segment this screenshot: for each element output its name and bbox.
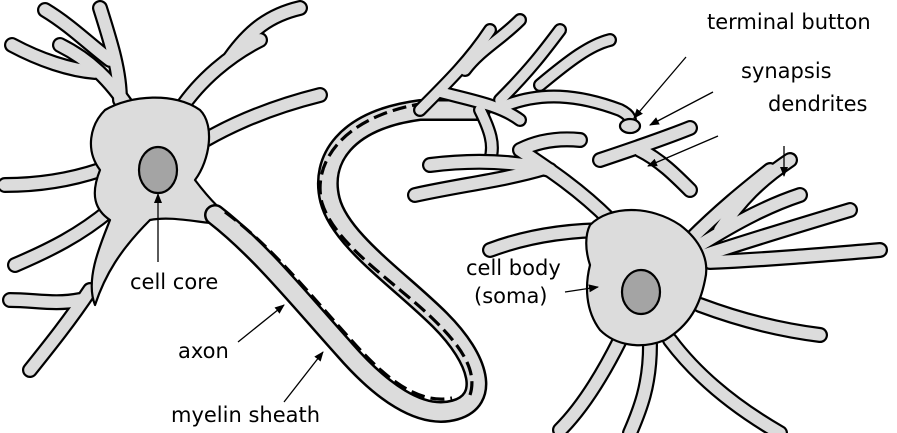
label-terminal-button: terminal button: [707, 10, 871, 34]
label-soma: (soma): [474, 284, 548, 308]
label-dendrites: dendrites: [768, 92, 867, 116]
axon: [215, 104, 480, 412]
label-cell-core: cell core: [130, 270, 218, 294]
label-synapsis: synapsis: [741, 59, 832, 83]
myelin-sheath-arrow: [284, 352, 323, 402]
terminal-button-arrow: [634, 57, 686, 118]
axon-arrow: [238, 305, 284, 342]
terminal-button-1: [620, 119, 640, 133]
left-nucleus: [139, 147, 177, 193]
right-nucleus: [622, 270, 660, 314]
label-cell-body: cell body: [466, 256, 561, 280]
left-neuron: [5, 8, 320, 370]
synapsis-arrow: [650, 92, 713, 125]
label-axon: axon: [178, 339, 229, 363]
label-myelin-sheath: myelin sheath: [171, 403, 320, 427]
